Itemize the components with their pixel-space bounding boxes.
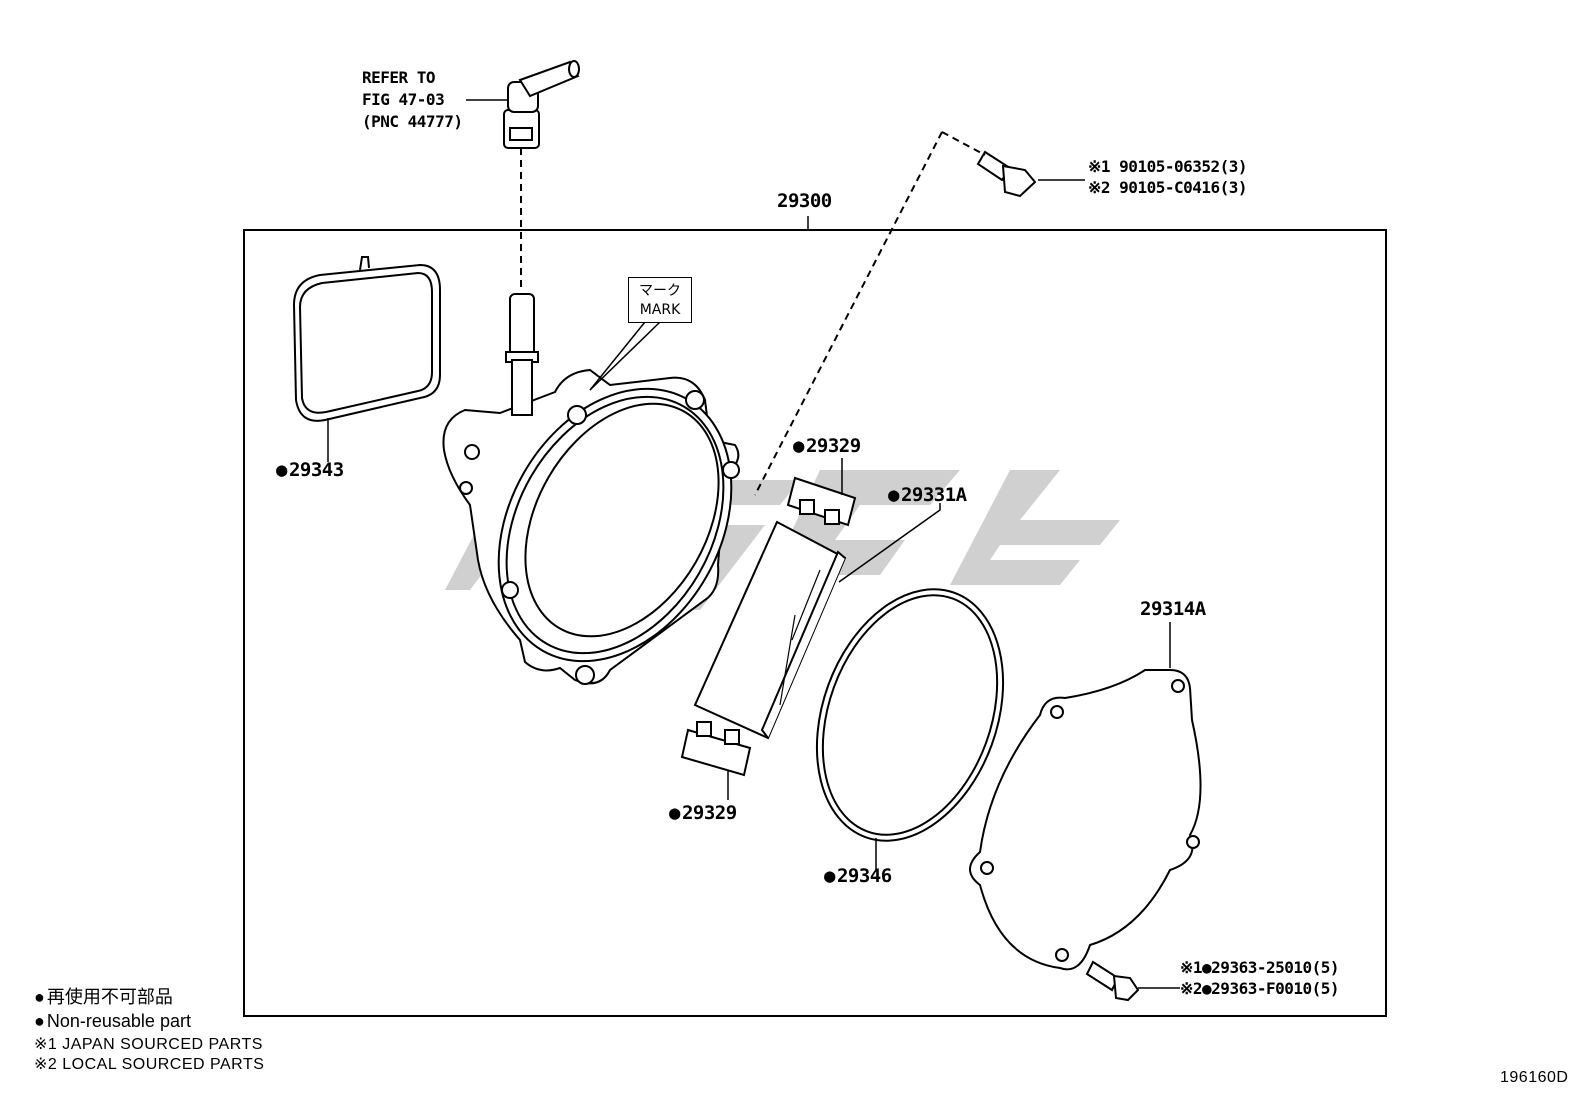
bolt-bottom-part-2: ※2●29363-F0010(5) (1180, 979, 1340, 998)
refer-note-line-1: REFER TO (362, 68, 436, 87)
bolt-bottom-icon (1085, 960, 1140, 1002)
part-label-29329-bottom: 29329 (669, 804, 737, 823)
assembly-frame (243, 229, 1387, 1017)
legend-note-1: ※1 JAPAN SOURCED PARTS (34, 1036, 263, 1053)
assembly-number: 29300 (777, 190, 832, 212)
legend-jp: 再使用不可部品 (34, 988, 173, 1006)
refer-note-line-2: FIG 47-03 (362, 90, 445, 109)
mark-callout: マーク MARK (628, 277, 692, 323)
figure-id: 196160D (1500, 1069, 1569, 1086)
oring-29346 (815, 588, 1005, 842)
part-label-29314A: 29314A (1140, 598, 1206, 620)
seal-top-29329 (786, 476, 857, 527)
legend-note-2: ※2 LOCAL SOURCED PARTS (34, 1056, 265, 1073)
part-label-29346: 29346 (824, 867, 892, 886)
part-label-29343: 29343 (276, 461, 344, 480)
bolt-top-part-1: ※1 90105-06352(3) (1088, 157, 1248, 176)
bolt-top-part-2: ※2 90105-C0416(3) (1088, 178, 1248, 197)
mark-label-jp: マーク (639, 283, 681, 299)
throttle-body-icon (442, 293, 740, 685)
refer-note-line-3: (PNC 44777) (362, 112, 463, 131)
filter-29331A (693, 520, 847, 740)
part-label-29329-top: 29329 (793, 437, 861, 456)
mark-label-en: MARK (639, 302, 681, 318)
seal-bottom-29329 (680, 721, 752, 777)
part-label-29331A: 29331A (888, 486, 967, 505)
cover-29314A (969, 669, 1202, 971)
bolt-bottom-part-1: ※1●29363-25010(5) (1180, 958, 1340, 977)
gasket-29343 (292, 256, 441, 422)
bolt-top-icon (976, 150, 1037, 198)
legend-en: Non-reusable part (34, 1012, 191, 1030)
hose-connector-icon (503, 60, 580, 149)
